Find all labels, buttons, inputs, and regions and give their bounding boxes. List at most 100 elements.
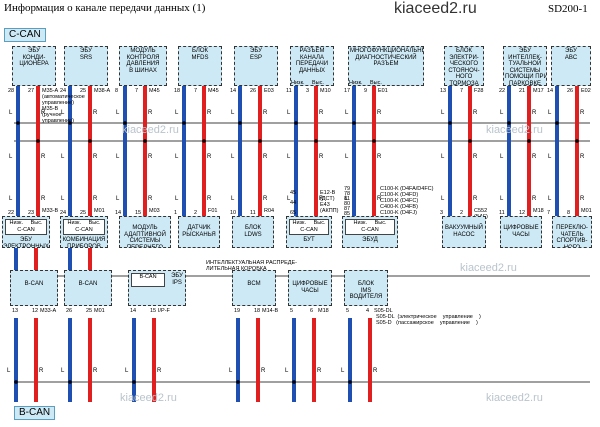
module-box: Низк. Выс.C-CAN БУТ: [286, 216, 332, 248]
pin-number: 11: [250, 210, 256, 216]
pin-number: 81: [344, 196, 351, 202]
pin-number: 28: [8, 88, 15, 94]
pin-number: 9: [364, 88, 368, 94]
pin-number: 14: [130, 308, 137, 314]
wire-letter-high: R: [473, 110, 478, 116]
wire-letter-low: L: [548, 196, 552, 202]
pin-number: 3: [306, 88, 310, 94]
connector-label: M01: [94, 208, 105, 214]
wire-letter-low: L: [175, 196, 179, 202]
pin-number: 8: [567, 210, 571, 216]
watermark: kiaceed2.ru: [122, 124, 179, 136]
wire-letter-low: L: [61, 110, 65, 116]
splice-dot: [352, 121, 356, 125]
pin-number: 19: [234, 308, 241, 314]
module-name: БУТ: [303, 237, 315, 243]
wire-letter-low: L: [9, 196, 13, 202]
splice-dot: [182, 121, 186, 125]
wire-letter-low: L: [500, 154, 504, 160]
pin-number: 10: [230, 210, 237, 216]
pin-number: 8: [115, 88, 119, 94]
wire-letter-low: L: [116, 196, 120, 202]
connector-label: C100-K (D4FA/D4FC) C100-K (D4FD) C100-K …: [380, 186, 434, 216]
connector-label: E01: [378, 88, 388, 94]
pin-number: 18: [254, 308, 261, 314]
connector-label: M38-A: [94, 88, 111, 94]
page-title: Информация о канале передачи данных (1): [4, 2, 206, 14]
pin-number: 87: [344, 206, 351, 212]
wire-letter-low: L: [441, 110, 445, 116]
connector-label: M10: [320, 88, 331, 94]
can-sub-labels: Низк. Выс.: [67, 220, 101, 226]
can-sub-labels: Низк. Выс.: [292, 220, 326, 226]
wire-letter-high: R: [263, 110, 268, 116]
pin-number: 25: [80, 210, 87, 216]
wire-letter-high: R: [377, 154, 382, 160]
wire-letter-high: R: [157, 368, 162, 374]
pin-number: 25: [86, 308, 93, 314]
pin-number: 15: [135, 210, 142, 216]
pin-number: 13: [12, 308, 19, 314]
wire-letter-low: L: [345, 154, 349, 160]
pin-number: 26: [250, 88, 257, 94]
pin-number: 22: [499, 88, 506, 94]
can-name: C-CAN: [300, 227, 318, 233]
pin-number: 11: [499, 210, 505, 216]
wire-letter-high: R: [580, 154, 585, 160]
module-box: БЛОК IMS ВОДИТЕЛЯ: [344, 270, 388, 306]
pin-number: 7: [547, 210, 551, 216]
wire-letter-high: R: [473, 154, 478, 160]
wire-letter-low: L: [345, 110, 349, 116]
pin-number: 21: [519, 88, 526, 94]
wire-letter-high: R: [41, 196, 46, 202]
pin-number: 12: [519, 210, 526, 216]
watermark: kiaceed2.ru: [460, 262, 517, 274]
pin-number: 12: [32, 308, 39, 314]
connector-label: M18: [533, 208, 544, 214]
wire-letter-high: R: [580, 110, 585, 116]
wire-letter-high: R: [39, 368, 44, 374]
wire-letter-low: L: [9, 110, 13, 116]
splice-dot: [555, 121, 559, 125]
splice-dot: [14, 380, 18, 384]
can-name: C-CAN: [361, 227, 379, 233]
pin-number: 14: [230, 88, 237, 94]
pin-number: 7: [460, 88, 464, 94]
splice-dot: [507, 121, 511, 125]
c-can-bus-label: C-CAN: [4, 28, 46, 42]
wire-letter-high: R: [93, 154, 98, 160]
module-name: ЭБУ ЭЛЕКТРОННЫХ КЛЮЧЕЙ: [3, 237, 49, 248]
pin-number: 24: [60, 210, 67, 216]
module-box: РАЗЪЕМ КАНАЛА ПЕРЕДАЧИ ДАННЫХ: [290, 46, 334, 86]
module-box: ВАКУУМНЫЙ НАСОС: [442, 216, 486, 248]
wire-letter-low: L: [548, 110, 552, 116]
connector-label: E02: [581, 88, 591, 94]
pin-number: 6: [310, 308, 314, 314]
pin-number: 4: [366, 308, 370, 314]
can-name: C-CAN: [75, 227, 93, 233]
wire-letter-low: L: [345, 196, 349, 202]
pin-number: 78: [344, 191, 351, 197]
wire-letter-high: R: [373, 368, 378, 374]
wire-letter-high: R: [317, 368, 322, 374]
wire-letter-low: L: [61, 196, 65, 202]
module-box: Низк. Выс.C-CAN КОМБИНАЦИЯ ПРИБОРОВ: [60, 216, 108, 248]
splice-dot: [36, 139, 40, 143]
wire-letter-high: R: [319, 196, 324, 202]
splice-dot: [468, 139, 472, 143]
pin-number: 65: [290, 210, 297, 216]
can-sub-labels: Низк. Выс.: [353, 220, 387, 226]
wire-letter-low: L: [500, 196, 504, 202]
module-box: ЭБУ КОНДИ- ЦИОНЕРА: [12, 46, 56, 86]
wire-letter-low: L: [341, 368, 345, 374]
connector-label: M01: [94, 308, 105, 314]
pin-number: 26: [567, 88, 574, 94]
pin-number: 5: [290, 308, 294, 314]
module-name: КОМБИНАЦИЯ ПРИБОРОВ: [62, 237, 106, 248]
pin-number: 11: [286, 88, 292, 94]
wire-letter-low: L: [231, 196, 235, 202]
wire-letter-high: R: [148, 154, 153, 160]
pin-number: 27: [28, 88, 35, 94]
wire-letter-high: R: [532, 154, 537, 160]
